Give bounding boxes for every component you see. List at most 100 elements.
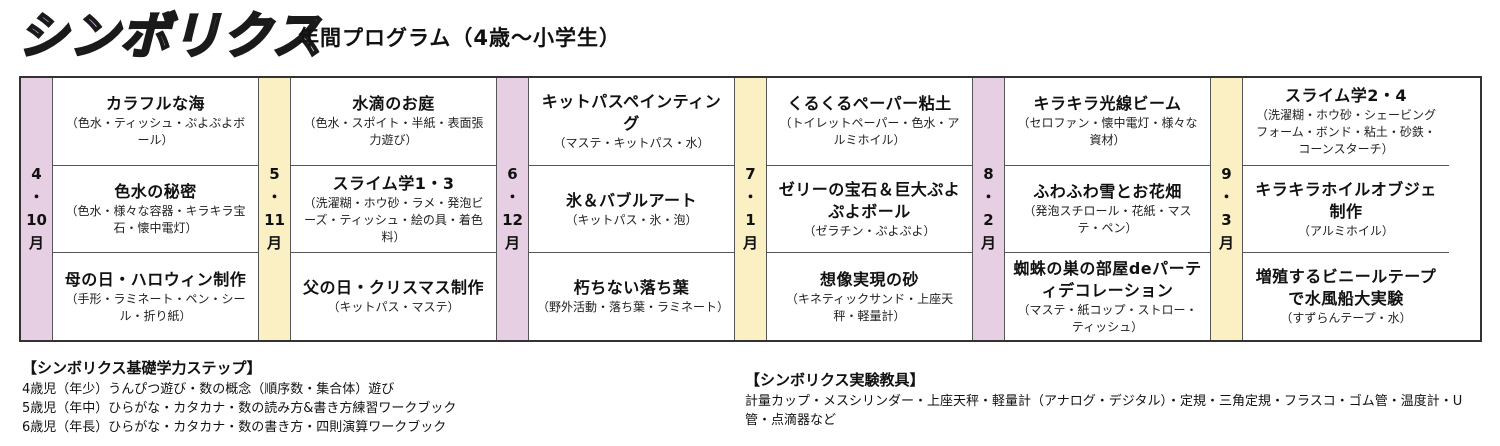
lesson-name: キットパスペインティング bbox=[541, 91, 722, 133]
brand-logo: シンボリクス bbox=[17, 6, 323, 67]
lesson-name: 水滴のお庭 bbox=[352, 94, 435, 114]
lesson-materials: （キットパス・マステ） bbox=[327, 300, 460, 315]
lesson-materials: （ゼラチン・ぷよぷよ） bbox=[803, 223, 936, 238]
lesson-name: 父の日・クリスマス制作 bbox=[302, 278, 485, 298]
lesson-cell: 母の日・ハロウィン制作（手形・ラミネート・ペン・シール・折り紙） bbox=[53, 253, 258, 340]
period-label-part: ・ bbox=[980, 188, 996, 206]
period-label-part: ・ bbox=[28, 188, 44, 206]
lesson-cell: スライム学1・3（洗濯糊・ホウ砂・ラメ・発泡ビーズ・ティッシュ・絵の具・着色料） bbox=[291, 166, 496, 254]
skill-steps-section: 【シンボリクス基礎学力ステップ】 4歳児（年少）うんぴつ遊び・数の概念（順序数・… bbox=[22, 358, 456, 437]
lesson-materials: （キットパス・氷・泡） bbox=[565, 212, 698, 227]
lesson-name: カラフルな海 bbox=[105, 94, 205, 114]
period-label-part: ・ bbox=[1218, 188, 1234, 206]
period-label-part: 月 bbox=[1218, 234, 1234, 252]
lesson-name: 母の日・ハロウィン制作 bbox=[64, 269, 247, 289]
lesson-name: 朽ちない落ち葉 bbox=[573, 278, 690, 298]
lesson-materials: （色水・スポイト・半紙・表面張力遊び） bbox=[303, 116, 484, 148]
lesson-name: 増殖するビニールテープで水風船大実験 bbox=[1255, 267, 1437, 309]
lesson-materials: （洗濯糊・ホウ砂・シェービングフォーム・ボンド・粘土・砂鉄・コーンスターチ） bbox=[1255, 107, 1436, 156]
lesson-cell: キットパスペインティング （マステ・キットパス・水） bbox=[529, 78, 734, 166]
program-table: 4 ・ 10 月 カラフルな海（色水・ティッシュ・ぷよぷよボール） 色水の秘密 （色水・様々… bbox=[19, 76, 1482, 342]
lesson-cell: ゼリーの宝石＆巨大ぷよぷよボール （ゼラチン・ぷよぷよ） bbox=[767, 166, 972, 254]
period-label-part: 月 bbox=[266, 234, 282, 252]
lesson-cell: 氷＆バブルアート （キットパス・氷・泡） bbox=[529, 166, 734, 254]
lesson-cell: 父の日・クリスマス制作 （キットパス・マステ） bbox=[291, 253, 496, 340]
period-label-part: 月 bbox=[504, 234, 520, 252]
lesson-name: 想像実現の砂 bbox=[819, 269, 919, 289]
period-label: 9 ・ 3 月 bbox=[1211, 78, 1243, 340]
period-label: 7 ・ 1 月 bbox=[735, 78, 767, 340]
period-label: 4 ・ 10 月 bbox=[21, 78, 53, 340]
period-label-part: 7 bbox=[745, 165, 756, 183]
lesson-cell: くるくるペーパー粘土（トイレットペーパー・色水・アルミホイル） bbox=[767, 78, 972, 166]
period-label-part: ・ bbox=[266, 188, 282, 206]
period-label-part: 12 bbox=[502, 211, 523, 229]
lesson-cell: キラキラ光線ビーム（セロファン・懐中電灯・様々な資材） bbox=[1005, 78, 1210, 166]
lesson-materials: （アルミホイル） bbox=[1298, 223, 1394, 238]
lesson-cell: スライム学2・4（洗濯糊・ホウ砂・シェービングフォーム・ボンド・粘土・砂鉄・コー… bbox=[1243, 78, 1449, 166]
lesson-name: ゼリーの宝石＆巨大ぷよぷよボール bbox=[778, 179, 961, 221]
period-label-part: 月 bbox=[742, 234, 758, 252]
tools-heading: 【シンボリクス実験教具】 bbox=[745, 371, 925, 389]
lesson-name: キラキラホイルオブジェ制作 bbox=[1255, 179, 1437, 221]
lesson-cell: ふわふわ雪とお花畑 （発泡スチロール・花紙・マステ・ペン） bbox=[1005, 166, 1210, 254]
lesson-materials: （野外活動・落ち葉・ラミネート） bbox=[537, 300, 730, 315]
lesson-materials: （洗濯糊・ホウ砂・ラメ・発泡ビーズ・ティッシュ・絵の具・着色料） bbox=[303, 195, 484, 244]
period-label-part: 3 bbox=[1221, 211, 1232, 229]
period-column: 水滴のお庭（色水・スポイト・半紙・表面張力遊び）スライム学1・3（洗濯糊・ホウ砂… bbox=[291, 78, 497, 340]
lesson-materials: （発泡スチロール・花紙・マステ・ペン） bbox=[1023, 204, 1192, 235]
lesson-cell: カラフルな海（色水・ティッシュ・ぷよぷよボール） bbox=[53, 78, 258, 166]
period-label-part: 月 bbox=[28, 234, 44, 252]
period-column: キラキラ光線ビーム（セロファン・懐中電灯・様々な資材） ふわふわ雪とお花畑 （発泡ス… bbox=[1005, 78, 1211, 340]
period-label-part: ・ bbox=[742, 188, 758, 206]
lesson-name: キラキラ光線ビーム bbox=[1033, 94, 1182, 114]
lesson-cell: 色水の秘密 （色水・様々な容器・キラキラ宝石・懐中電灯） bbox=[53, 166, 258, 254]
period-label: 6 ・ 12 月 bbox=[497, 78, 529, 340]
period-column: カラフルな海（色水・ティッシュ・ぷよぷよボール） 色水の秘密 （色水・様々な容器・キ… bbox=[53, 78, 259, 340]
period-label-part: 1 bbox=[745, 211, 756, 229]
lesson-materials: （色水・様々な容器・キラキラ宝石・懐中電灯） bbox=[65, 204, 246, 235]
lesson-cell: 蜘蛛の巣の部屋deパーティデコレーション（マステ・紙コップ・ストロー・ティッシュ… bbox=[1005, 253, 1210, 340]
lesson-name: くるくるペーパー粘土 bbox=[787, 94, 952, 114]
period-label: 8 ・ 2 月 bbox=[973, 78, 1005, 340]
lesson-cell: 想像実現の砂（キネティックサンド・上座天秤・軽量計） bbox=[767, 253, 972, 340]
lesson-materials: （すずらんテープ・水） bbox=[1280, 311, 1412, 326]
lesson-materials: （セロファン・懐中電灯・様々な資材） bbox=[1017, 116, 1198, 148]
lesson-materials: （色水・ティッシュ・ぷよぷよボール） bbox=[65, 116, 246, 148]
period-label-part: 8 bbox=[983, 165, 994, 183]
page-title: 年間プログラム（4歳〜小学生） bbox=[298, 26, 621, 50]
lesson-name: 蜘蛛の巣の部屋deパーティデコレーション bbox=[1013, 258, 1202, 300]
tools-section: 【シンボリクス実験教具】 計量カップ・メスシリンダー・上座天秤・軽量計（アナログ… bbox=[745, 370, 1485, 430]
period-label-part: 6 bbox=[507, 165, 518, 183]
period-label-part: 4 bbox=[31, 165, 42, 183]
skill-step-line: 4歳児（年少）うんぴつ遊び・数の概念（順序数・集合体）遊び bbox=[22, 382, 395, 397]
period-label-part: 2 bbox=[983, 211, 994, 229]
period-label-part: 10 bbox=[26, 211, 47, 229]
lesson-name: 氷＆バブルアート bbox=[565, 190, 698, 210]
lesson-name: 色水の秘密 bbox=[114, 182, 197, 201]
lesson-materials: （キネティックサンド・上座天秤・軽量計） bbox=[785, 291, 954, 323]
period-label-part: 5 bbox=[269, 165, 280, 183]
lesson-cell: キラキラホイルオブジェ制作 （アルミホイル） bbox=[1243, 166, 1449, 254]
lesson-materials: （手形・ラミネート・ペン・シール・折り紙） bbox=[65, 291, 246, 323]
period-column: スライム学2・4（洗濯糊・ホウ砂・シェービングフォーム・ボンド・粘土・砂鉄・コー… bbox=[1243, 78, 1449, 340]
period-label-part: 9 bbox=[1221, 165, 1232, 183]
period-label-part: ・ bbox=[504, 188, 520, 206]
lesson-materials: （マステ・紙コップ・ストロー・ティッシュ） bbox=[1017, 302, 1198, 334]
period-label-part: 11 bbox=[264, 211, 285, 229]
lesson-name: スライム学2・4 bbox=[1285, 85, 1407, 105]
period-column: キットパスペインティング （マステ・キットパス・水） 氷＆バブルアート （キットパス・… bbox=[529, 78, 735, 340]
lesson-materials: （マステ・キットパス・水） bbox=[553, 135, 710, 150]
lesson-cell: 増殖するビニールテープで水風船大実験 （すずらんテープ・水） bbox=[1243, 253, 1449, 340]
lesson-name: スライム学1・3 bbox=[332, 173, 455, 193]
period-label: 5 ・ 11 月 bbox=[259, 78, 291, 340]
skill-step-line: 6歳児（年長）ひらがな・カタカナ・数の書き方・四則演算ワークブック bbox=[22, 420, 447, 435]
lesson-materials: （トイレットペーパー・色水・アルミホイル） bbox=[779, 116, 960, 148]
lesson-cell: 水滴のお庭（色水・スポイト・半紙・表面張力遊び） bbox=[291, 78, 496, 166]
skill-steps-heading: 【シンボリクス基礎学力ステップ】 bbox=[22, 359, 262, 377]
period-column: くるくるペーパー粘土（トイレットペーパー・色水・アルミホイル）ゼリーの宝石＆巨大… bbox=[767, 78, 973, 340]
tools-list: 計量カップ・メスシリンダー・上座天秤・軽量計（アナログ・デジタル）・定規・三角定… bbox=[745, 394, 1463, 428]
lesson-name: ふわふわ雪とお花畑 bbox=[1033, 182, 1182, 201]
lesson-cell: 朽ちない落ち葉 （野外活動・落ち葉・ラミネート） bbox=[529, 253, 734, 340]
period-label-part: 月 bbox=[980, 234, 996, 252]
